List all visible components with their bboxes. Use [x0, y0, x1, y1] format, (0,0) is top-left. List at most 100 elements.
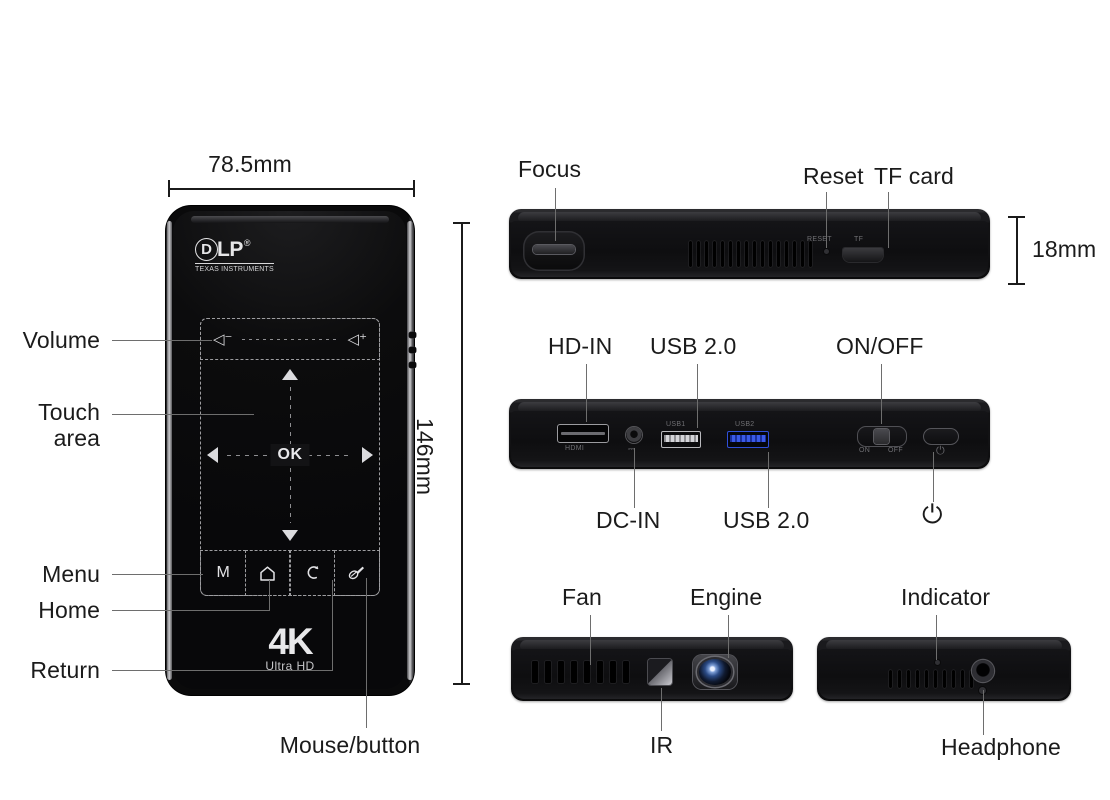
- switch-off-marking: OFF: [888, 447, 903, 454]
- callout-ir-leader: [661, 688, 662, 731]
- callout-return-leader-v: [332, 580, 333, 671]
- callout-power-leader: [933, 452, 934, 502]
- top-vents: [689, 241, 812, 267]
- dimension-height-line: [461, 222, 463, 684]
- callout-volume-leader: [112, 340, 212, 341]
- callout-mouse-button-label: Mouse/button: [279, 732, 421, 758]
- callout-hd-in-leader: [586, 364, 587, 422]
- dimension-width-label: 78.5mm: [208, 151, 292, 177]
- top-view-body: [511, 221, 988, 277]
- dlp-logo-mark: D: [195, 238, 218, 261]
- power-slide-switch[interactable]: [857, 426, 907, 447]
- resolution-badge-secondary: Ultra HD: [265, 659, 315, 673]
- home-icon[interactable]: [244, 550, 291, 596]
- callout-engine-leader: [728, 615, 729, 658]
- callout-usb2-label: USB 2.0: [723, 507, 810, 533]
- usb1-port-marking: USB1: [666, 421, 686, 428]
- callout-tf-card-leader: [888, 192, 889, 248]
- dimension-height-tick-top: [453, 222, 470, 224]
- dpad[interactable]: OK: [201, 361, 379, 549]
- registered-trademark-icon: ®: [243, 238, 251, 248]
- callout-touch-area-leader: [112, 414, 254, 415]
- dc-in-port[interactable]: [626, 427, 642, 443]
- touch-area[interactable]: ◁⁻ ◁⁺ OK M: [200, 318, 381, 596]
- tf-port-marking: TF: [854, 236, 864, 243]
- top-bezel-highlight: [191, 216, 389, 223]
- callout-power-symbol: ⏻: [922, 499, 943, 529]
- usb2-tongue: [730, 435, 766, 442]
- callout-indicator-leader: [936, 615, 937, 660]
- speaker-minus-icon[interactable]: ◁⁻: [213, 330, 233, 348]
- usb1-port[interactable]: [661, 431, 701, 448]
- callout-usb1-leader: [697, 364, 698, 428]
- focus-wheel-recess[interactable]: [523, 231, 585, 271]
- volume-track[interactable]: [242, 338, 338, 340]
- resolution-badge-primary: 4K: [268, 621, 313, 662]
- hdmi-port[interactable]: [557, 424, 609, 443]
- callout-return-label: Return: [30, 657, 100, 683]
- bottom-right-vents: [889, 670, 973, 688]
- callout-menu-label: Menu: [42, 561, 100, 587]
- projection-engine: [693, 655, 737, 689]
- dimension-height-label: 146mm: [412, 418, 438, 496]
- triangle-right-icon[interactable]: [362, 447, 373, 463]
- callout-on-off-label: ON/OFF: [836, 333, 924, 359]
- usb2-port-marking: USB2: [735, 421, 755, 428]
- callout-headphone-label: Headphone: [941, 734, 1061, 760]
- tf-card-slot[interactable]: [843, 248, 883, 262]
- callout-hd-in-label: HD-IN: [548, 333, 613, 359]
- mouse-pointer-icon[interactable]: [333, 550, 381, 596]
- return-arrow-icon[interactable]: [289, 550, 336, 596]
- callout-touch-area-label: Touch area: [38, 399, 100, 451]
- triangle-down-icon[interactable]: [282, 530, 298, 541]
- callout-home-leader-h: [112, 610, 270, 611]
- triangle-left-icon[interactable]: [207, 447, 218, 463]
- callout-dc-in-label: DC-IN: [596, 507, 661, 533]
- texas-instruments-subtitle: TEXAS INSTRUMENTS: [195, 263, 274, 273]
- callout-headphone-leader: [983, 690, 984, 735]
- usb2-port[interactable]: [727, 431, 769, 448]
- side-notches: [409, 332, 416, 377]
- dimension-thickness-tick-bottom: [1008, 283, 1025, 285]
- callout-usb2-leader: [768, 452, 769, 508]
- power-symbol-icon: ⏻: [936, 445, 945, 457]
- callout-usb1-label: USB 2.0: [650, 333, 737, 359]
- callout-tf-card-label: TF card: [874, 163, 954, 189]
- callout-fan-label: Fan: [562, 584, 602, 610]
- callout-on-off-leader: [881, 364, 882, 424]
- callout-return-leader-h: [112, 670, 333, 671]
- usb1-tongue: [664, 435, 698, 442]
- callout-reset-leader: [826, 192, 827, 248]
- callout-volume-label: Volume: [22, 327, 100, 353]
- headphone-jack[interactable]: [972, 660, 994, 682]
- power-switch-knob[interactable]: [874, 429, 889, 444]
- dc-polarity-icon: ⎓: [628, 444, 636, 454]
- bottom-right-lip: [826, 640, 1062, 649]
- front-view-device: D LP ® TEXAS INSTRUMENTS ◁⁻ ◁⁺ OK: [165, 205, 416, 696]
- callout-focus-label: Focus: [518, 156, 582, 182]
- top-view-lip: [518, 212, 981, 221]
- menu-m-icon[interactable]: M: [200, 550, 247, 596]
- power-button[interactable]: [923, 428, 959, 445]
- reset-pinhole[interactable]: [824, 249, 829, 254]
- resolution-badge: 4K Ultra HD: [265, 623, 314, 673]
- ok-button[interactable]: OK: [270, 444, 310, 466]
- callout-engine-label: Engine: [690, 584, 763, 610]
- indicator-led: [935, 660, 940, 665]
- hdmi-port-marking: HDMI: [565, 445, 585, 452]
- callout-dc-in-leader: [634, 448, 635, 508]
- reset-port-marking: RESET: [807, 236, 832, 243]
- speaker-plus-icon[interactable]: ◁⁺: [347, 330, 367, 348]
- focus-wheel[interactable]: [532, 245, 576, 255]
- dlp-logo-wordmark: LP: [217, 238, 243, 261]
- callout-home-label: Home: [38, 597, 100, 623]
- callout-menu-leader: [112, 574, 203, 575]
- dlp-logo: D LP ® TEXAS INSTRUMENTS: [195, 238, 274, 273]
- triangle-up-icon[interactable]: [282, 369, 298, 380]
- button-row: M: [200, 550, 381, 596]
- bottom-left-lip: [520, 640, 784, 649]
- volume-strip[interactable]: ◁⁻ ◁⁺: [200, 318, 380, 360]
- callout-home-leader-v: [269, 580, 270, 611]
- bottom-right-view-device: [817, 637, 1071, 701]
